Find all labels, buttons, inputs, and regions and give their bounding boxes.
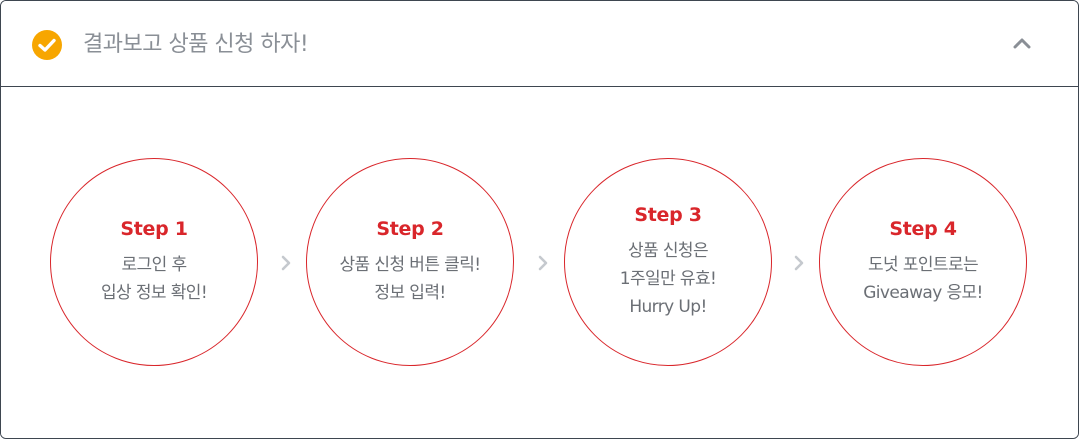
panel-header[interactable]: 결과보고 상품 신청 하자!: [1, 1, 1078, 87]
check-circle-icon: [32, 30, 62, 60]
step-text-line: Hurry Up!: [629, 297, 707, 317]
chevron-right-icon: [281, 255, 291, 271]
step-circle-4: Step 4 도넛 포인트로는 Giveaway 응모!: [819, 158, 1027, 366]
step-text-line: 1주일만 유효!: [619, 269, 717, 289]
step-circle-3: Step 3 상품 신청은 1주일만 유효! Hurry Up!: [564, 158, 772, 366]
step-text-line: 로그인 후: [121, 255, 188, 275]
step-text-line: 정보 입력!: [374, 283, 446, 303]
step-text-line: 입상 정보 확인!: [100, 283, 208, 303]
step-title: Step 4: [889, 218, 957, 240]
panel-title: 결과보고 상품 신청 하자!: [83, 32, 309, 57]
step-circle-1: Step 1 로그인 후 입상 정보 확인!: [50, 158, 258, 366]
step-title: Step 3: [634, 204, 702, 226]
step-text-line: Giveaway 응모!: [863, 283, 983, 303]
step-title: Step 2: [376, 218, 444, 240]
chevron-right-icon: [794, 255, 804, 271]
chevron-right-icon: [538, 255, 548, 271]
step-title: Step 1: [120, 218, 188, 240]
chevron-up-icon[interactable]: [1011, 35, 1033, 51]
step-text-line: 상품 신청 버튼 클릭!: [339, 255, 482, 275]
step-text-line: 도넛 포인트로는: [867, 255, 979, 275]
panel-body: Step 1 로그인 후 입상 정보 확인! Step 2 상품 신청 버튼 클…: [1, 87, 1078, 438]
step-text-line: 상품 신청은: [627, 241, 709, 261]
step-circle-2: Step 2 상품 신청 버튼 클릭! 정보 입력!: [306, 158, 514, 366]
